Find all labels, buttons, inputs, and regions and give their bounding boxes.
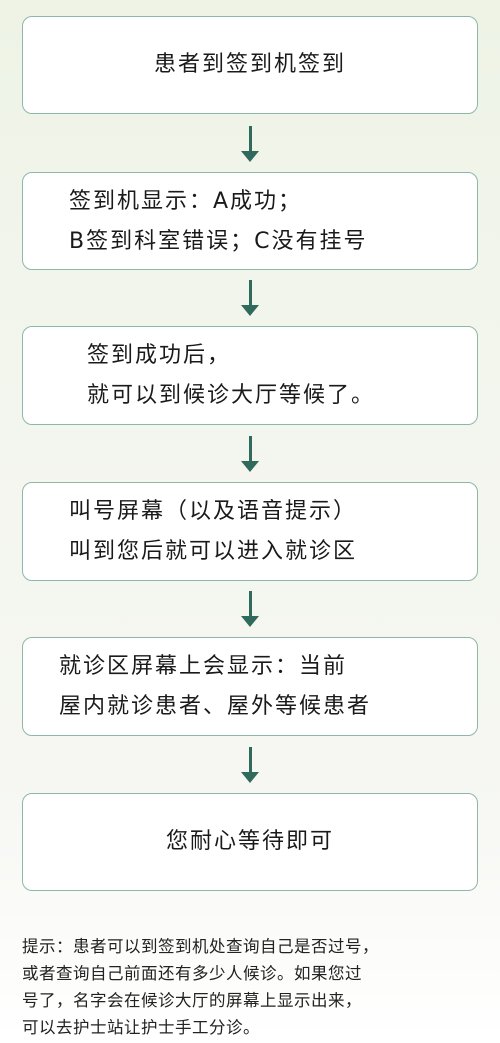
step-5-line-2: 屋内就诊患者、屋外等候患者 — [59, 694, 372, 719]
step-4-line-1: 叫号屏幕（以及语音提示） — [69, 499, 358, 524]
step-4-line-2: 叫到您后就可以进入就诊区 — [69, 539, 358, 564]
arrow-down-icon — [241, 591, 259, 627]
step-6-box: 您耐心等待即可 — [22, 793, 478, 891]
step-5-line-1: 就诊区屏幕上会显示：当前 — [59, 654, 348, 679]
step-1-box: 患者到签到机签到 — [22, 16, 478, 114]
step-6-text: 您耐心等待即可 — [165, 829, 334, 854]
arrow-down-icon — [241, 126, 259, 162]
tip-line-3: 号了，名字会在候诊大厅的屏幕上显示出来， — [22, 991, 362, 1010]
tip-line-4: 可以去护士站让护士手工分诊。 — [22, 1018, 260, 1037]
tip-line-1: 提示：患者可以到签到机处查询自己是否过号， — [22, 937, 379, 956]
step-4-box: 叫号屏幕（以及语音提示） 叫到您后就可以进入就诊区 — [22, 482, 478, 581]
arrow-down-icon — [241, 280, 259, 316]
step-2-line-1: 签到机显示：A成功； — [69, 189, 303, 214]
step-1-text: 患者到签到机签到 — [153, 52, 346, 77]
step-3-line-1: 签到成功后， — [87, 343, 232, 368]
tip-line-2: 或者查询自己前面还有多少人候诊。如果您过 — [22, 964, 362, 983]
step-2-box: 签到机显示：A成功； B签到科室错误；C没有挂号 — [22, 172, 478, 270]
step-3-line-2: 就可以到候诊大厅等候了。 — [87, 383, 376, 408]
arrow-down-icon — [241, 436, 259, 472]
step-3-box: 签到成功后， 就可以到候诊大厅等候了。 — [22, 326, 478, 425]
step-5-box: 就诊区屏幕上会显示：当前 屋内就诊患者、屋外等候患者 — [22, 637, 478, 736]
arrow-down-icon — [241, 747, 259, 783]
tip-note: 提示：患者可以到签到机处查询自己是否过号， 或者查询自己前面还有多少人候诊。如果… — [22, 933, 492, 1041]
step-2-line-2: B签到科室错误；C没有挂号 — [69, 229, 368, 254]
